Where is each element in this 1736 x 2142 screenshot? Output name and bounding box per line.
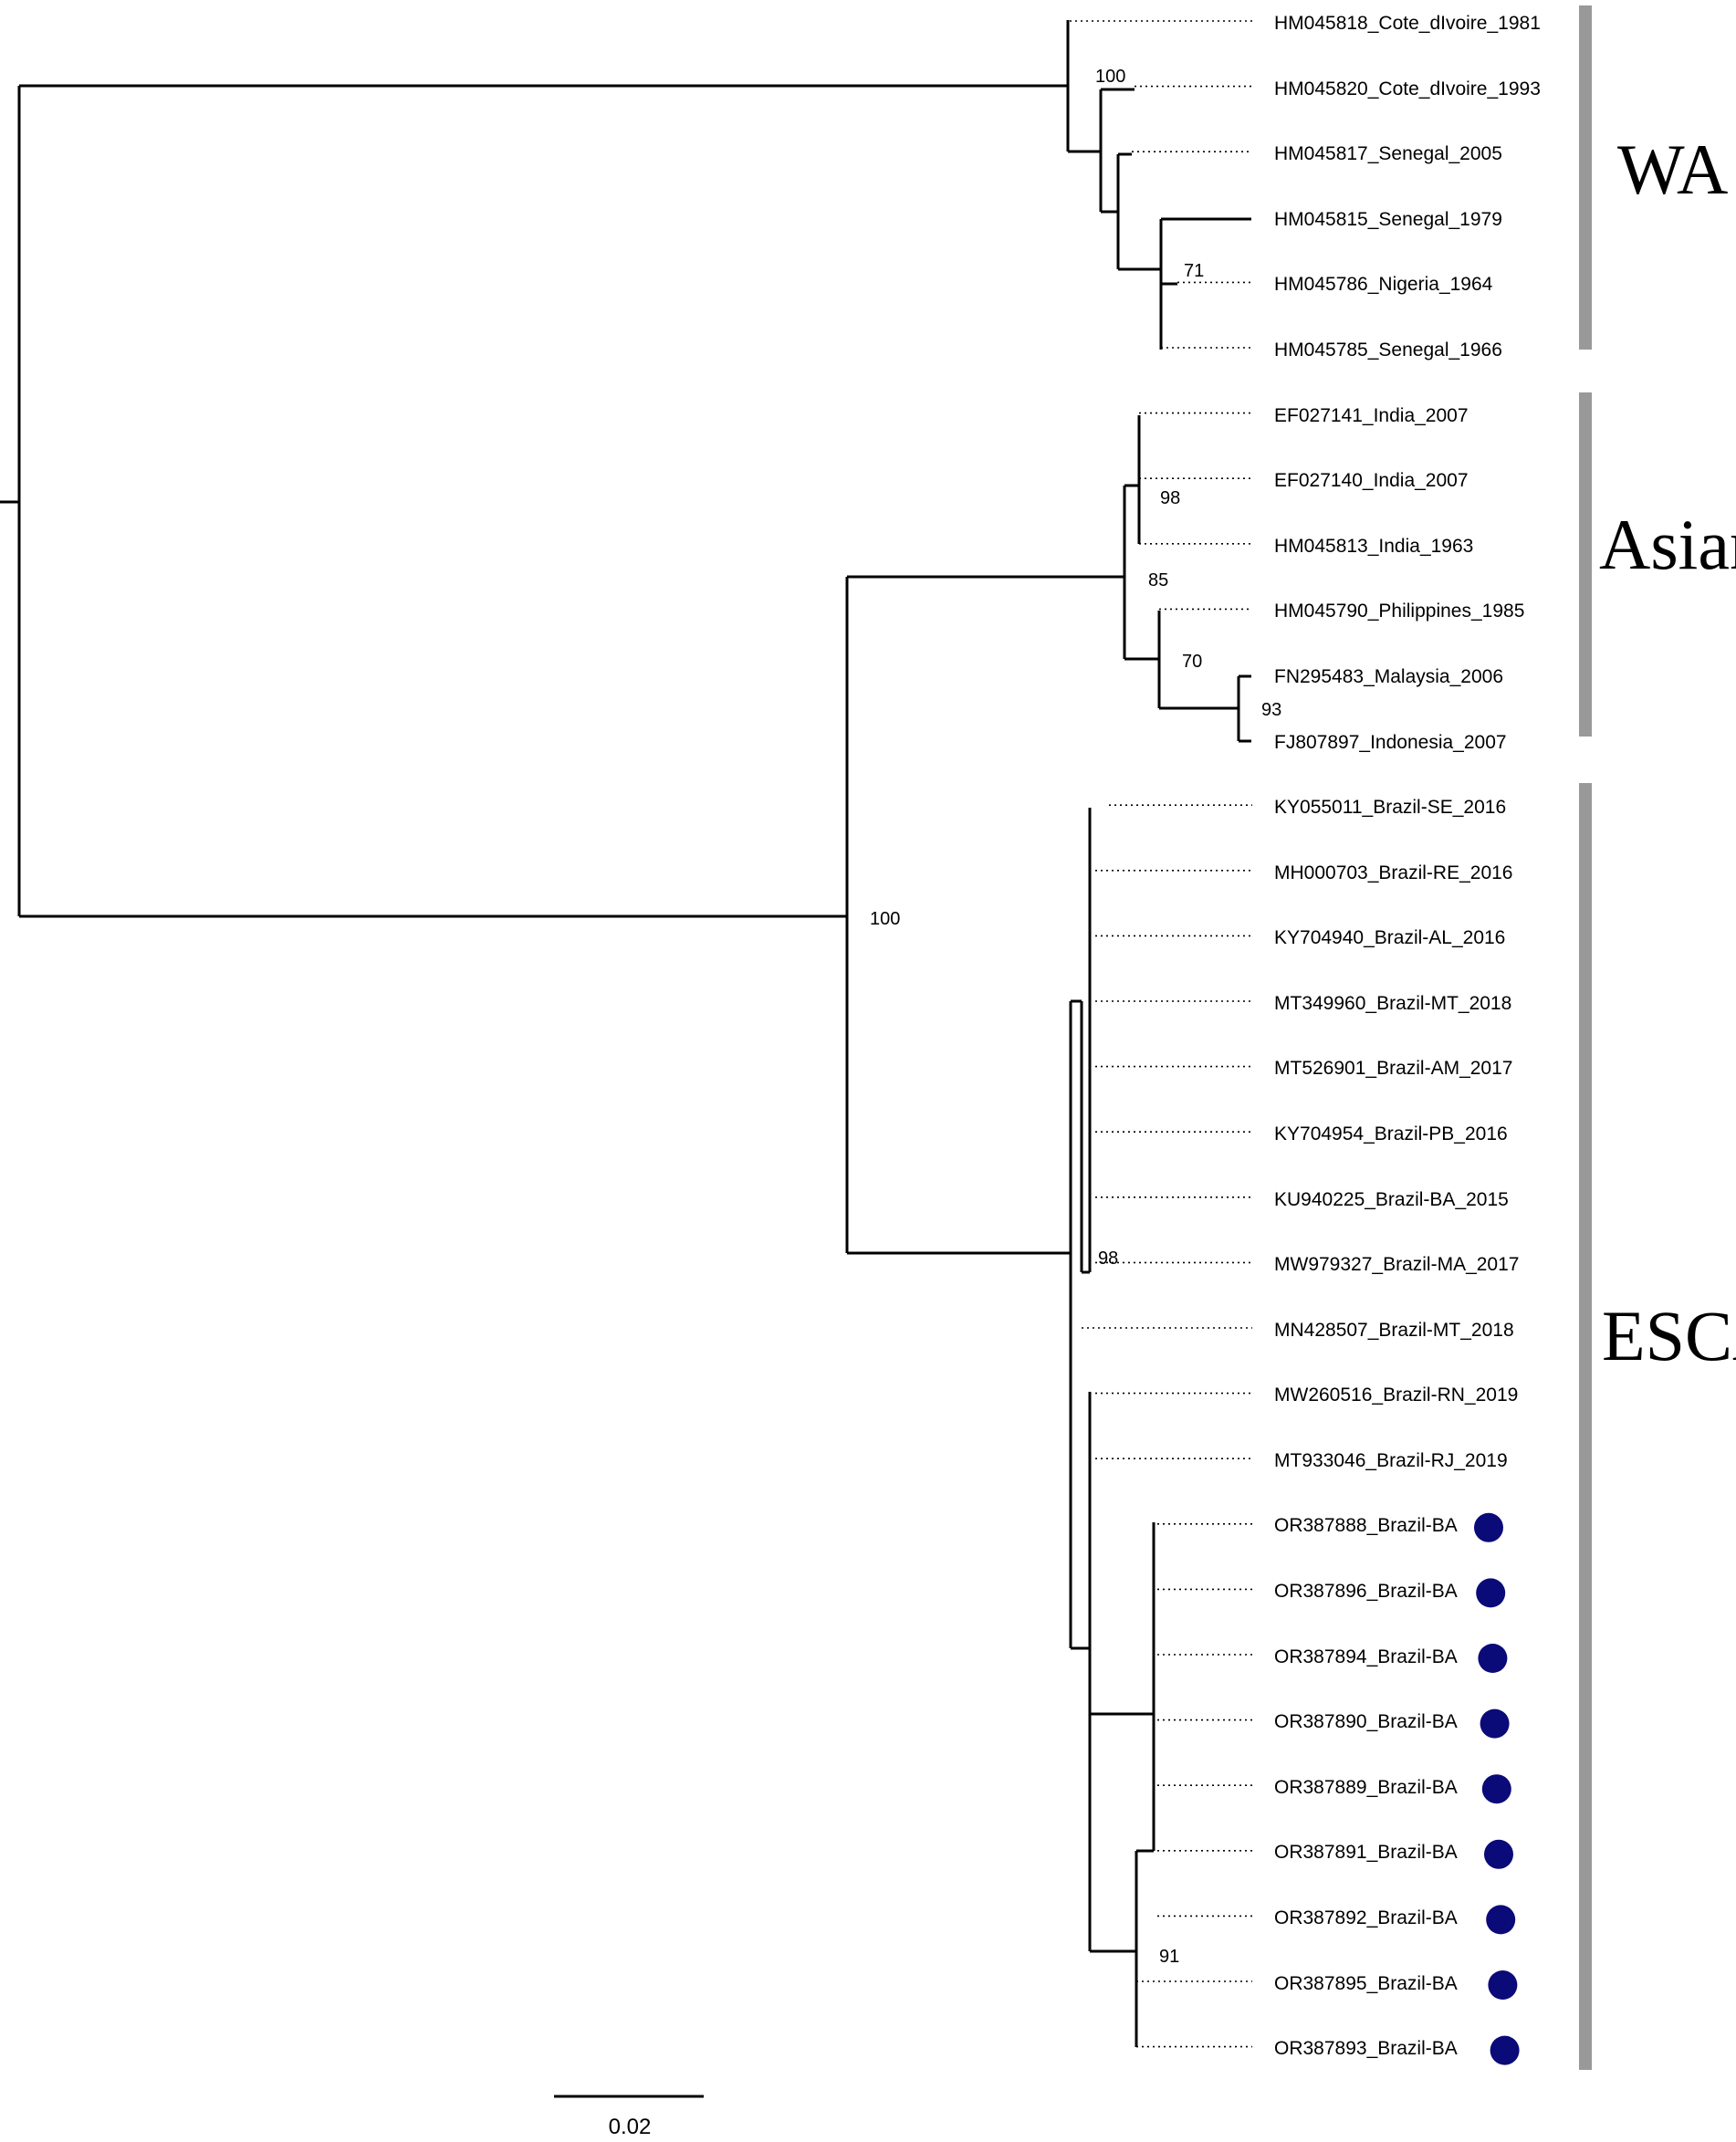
- sample-marker-icon: [1476, 1578, 1506, 1608]
- tip-label: FJ807897_Indonesia_2007: [1274, 732, 1507, 753]
- support-value: 98: [1098, 1249, 1118, 1269]
- tip-label: MN428507_Brazil-MT_2018: [1274, 1320, 1514, 1341]
- tip-label: OR387892_Brazil-BA: [1274, 1907, 1458, 1928]
- tip-label: OR387888_Brazil-BA: [1274, 1515, 1458, 1536]
- tip-label: HM045817_Senegal_2005: [1274, 143, 1502, 164]
- tip-label: MH000703_Brazil-RE_2016: [1274, 862, 1513, 883]
- tip-label: OR387895_Brazil-BA: [1274, 1973, 1458, 1994]
- support-value: 100: [870, 909, 900, 929]
- tip-label: HM045820_Cote_dIvoire_1993: [1274, 78, 1541, 99]
- tip-label: MT349960_Brazil-MT_2018: [1274, 993, 1511, 1014]
- tip-label: HM045818_Cote_dIvoire_1981: [1274, 13, 1541, 34]
- tip-label: FN295483_Malaysia_2006: [1274, 666, 1503, 687]
- sample-marker-icon: [1478, 1644, 1508, 1673]
- sample-marker-icon: [1484, 1839, 1513, 1869]
- sample-marker-icon: [1474, 1512, 1503, 1542]
- sample-markers: [1474, 1512, 1520, 2065]
- tip-label: MT933046_Brazil-RJ_2019: [1274, 1450, 1508, 1471]
- tip-label: OR387893_Brazil-BA: [1274, 2038, 1458, 2059]
- clade-bar-esca: [1579, 783, 1592, 2070]
- support-value: 70: [1182, 652, 1202, 672]
- tip-label: OR387894_Brazil-BA: [1274, 1646, 1458, 1667]
- tip-label: OR387890_Brazil-BA: [1274, 1711, 1458, 1732]
- sample-marker-icon: [1481, 1774, 1511, 1804]
- tip-label: OR387891_Brazil-BA: [1274, 1842, 1458, 1863]
- tip-label: KY055011_Brazil-SE_2016: [1274, 797, 1506, 818]
- tip-label: KU940225_Brazil-BA_2015: [1274, 1189, 1509, 1210]
- tip-label: HM045785_Senegal_1966: [1274, 340, 1502, 360]
- clade-label-wa: WA: [1617, 130, 1728, 209]
- tip-label: EF027141_India_2007: [1274, 405, 1469, 426]
- tip-label: HM045815_Senegal_1979: [1274, 209, 1502, 230]
- tip-label: KY704954_Brazil-PB_2016: [1274, 1123, 1508, 1144]
- clade-bar-wa: [1579, 5, 1592, 350]
- tip-label: KY704940_Brazil-AL_2016: [1274, 927, 1505, 948]
- tip-label: HM045786_Nigeria_1964: [1274, 274, 1493, 295]
- support-value: 91: [1159, 1947, 1179, 1967]
- sample-marker-icon: [1490, 2035, 1520, 2065]
- support-value: 85: [1148, 570, 1168, 590]
- clade-label-asian: Asian: [1599, 505, 1736, 584]
- tip-labels: HM045818_Cote_dIvoire_1981 HM045820_Cote…: [1274, 13, 1541, 2059]
- support-value: 100: [1095, 67, 1125, 87]
- tip-label: EF027140_India_2007: [1274, 470, 1469, 491]
- support-value: 93: [1261, 700, 1281, 720]
- scale-bar-label: 0.02: [609, 2115, 652, 2139]
- clade-bar-asian: [1579, 392, 1592, 737]
- clade-label-esca: ESCA: [1602, 1296, 1736, 1375]
- tip-label: MW979327_Brazil-MA_2017: [1274, 1254, 1519, 1275]
- tip-label: MW260516_Brazil-RN_2019: [1274, 1384, 1518, 1405]
- tip-label: OR387896_Brazil-BA: [1274, 1581, 1458, 1602]
- sample-marker-icon: [1486, 1905, 1516, 1935]
- tip-label: MT526901_Brazil-AM_2017: [1274, 1058, 1512, 1079]
- tip-label: HM045813_India_1963: [1274, 536, 1473, 557]
- tip-connectors: [1070, 20, 1252, 2048]
- tip-label: HM045790_Philippines_1985: [1274, 601, 1524, 622]
- support-value: 98: [1160, 488, 1180, 508]
- sample-marker-icon: [1488, 1970, 1518, 2000]
- support-value: 71: [1184, 261, 1204, 281]
- support-values: 100 71 98 85 70 93 100 98 91: [870, 67, 1281, 1967]
- tip-label: OR387889_Brazil-BA: [1274, 1777, 1458, 1798]
- sample-marker-icon: [1480, 1708, 1510, 1739]
